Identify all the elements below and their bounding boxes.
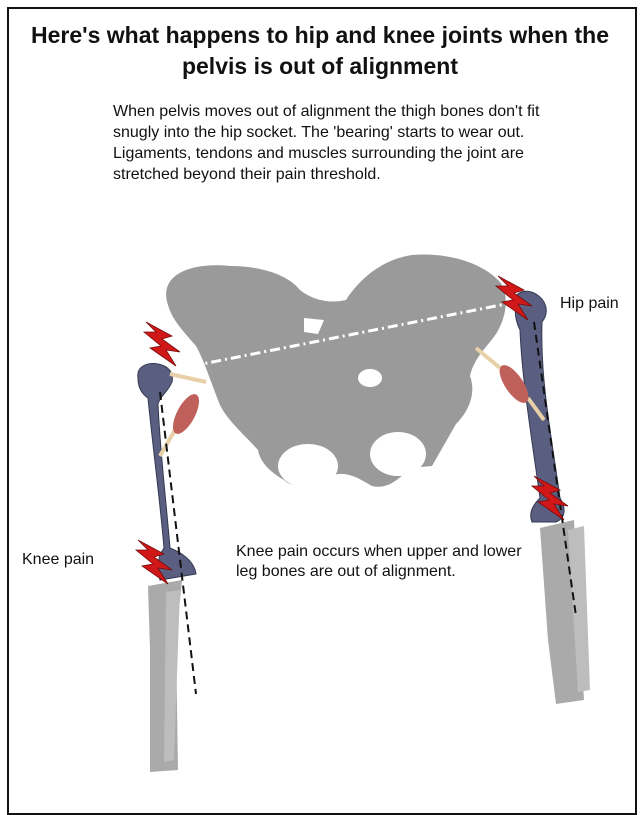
knee-pain-label: Knee pain [22,550,94,570]
knee-pain-description: Knee pain occurs when upper and lower le… [236,542,536,582]
pain-bolt-icon [144,322,180,366]
pelvis [166,254,506,488]
right-leg [476,291,590,704]
hip-pain-label: Hip pain [560,294,619,314]
